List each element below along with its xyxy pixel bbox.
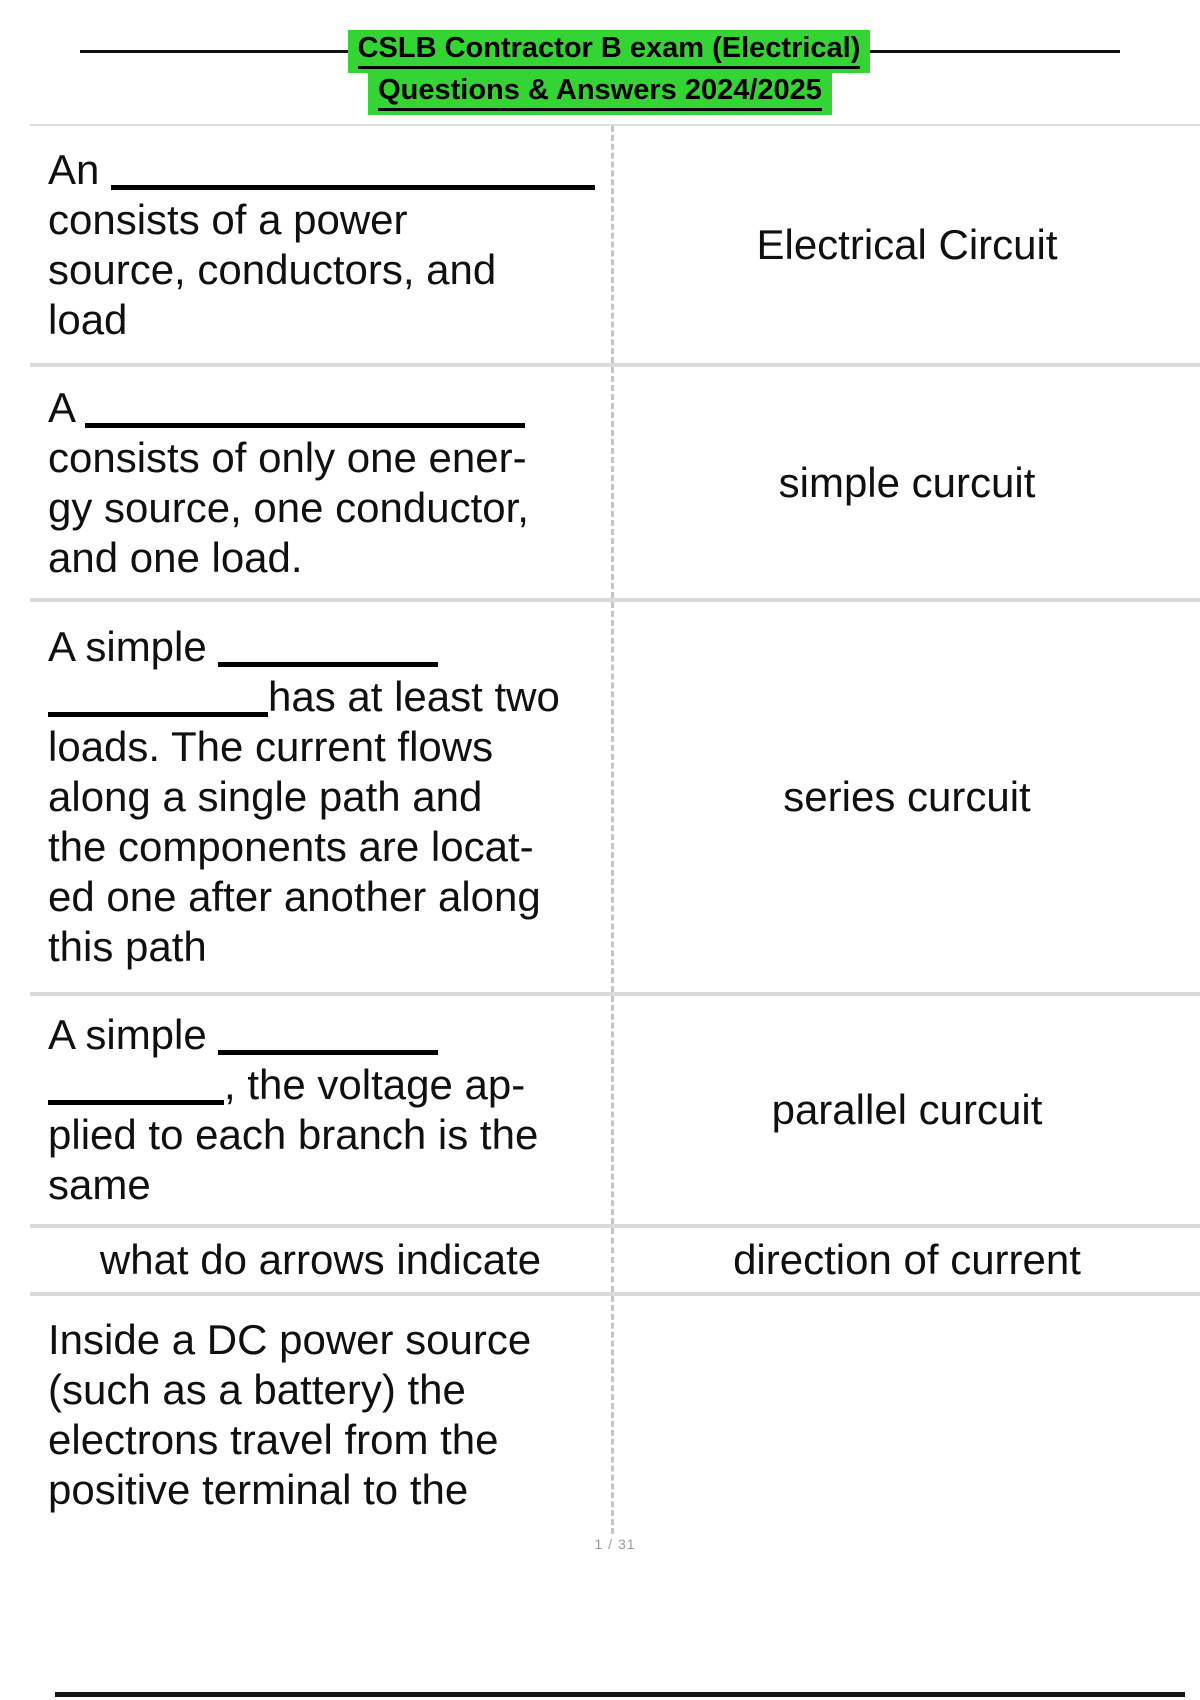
question-line: plied to each branch is the	[48, 1111, 539, 1158]
title-highlight-1: CSLB Contractor B exam (Electrical)	[347, 30, 871, 73]
question-cell: A simple , the voltage ap-plied to each …	[30, 996, 614, 1224]
title-row-2: Questions & Answers 2024/2025	[0, 72, 1200, 115]
title-row-1: CSLB Contractor B exam (Electrical)	[0, 30, 1200, 73]
question-line: consists of only one ener-	[48, 433, 527, 481]
question-line: the components are locat-	[48, 823, 534, 870]
question-line: consists of a power	[48, 195, 408, 243]
answer-cell: simple curcuit	[614, 367, 1200, 598]
question-cell: A consists of only one ener-gy source, o…	[30, 367, 614, 598]
title-highlight-2: Questions & Answers 2024/2025	[368, 72, 832, 115]
question-cell: what do arrows indicate	[30, 1228, 614, 1292]
answer-text: Electrical Circuit	[756, 220, 1058, 268]
document-header: CSLB Contractor B exam (Electrical) Ques…	[0, 0, 1200, 115]
flashcard-row: A simple , the voltage ap-plied to each …	[30, 996, 1200, 1228]
page-indicator: 1 / 31	[594, 1536, 636, 1552]
question-line: what do arrows indicate	[99, 1236, 542, 1283]
fill-in-blank	[111, 184, 596, 190]
question-line: positive terminal to the	[48, 1466, 469, 1513]
answer-cell: parallel curcuit	[614, 996, 1200, 1224]
question-line: ed one after another along	[48, 873, 541, 920]
answer-cell: direction of current	[614, 1228, 1200, 1292]
fill-in-blank	[218, 1050, 439, 1055]
answer-text: simple curcuit	[778, 458, 1036, 506]
question-line: A simple	[48, 622, 439, 672]
question-line: A	[48, 383, 526, 433]
document-title-line2: Questions & Answers 2024/2025	[378, 74, 822, 111]
answer-cell: Electrical Circuit	[614, 126, 1200, 363]
question-line: A simple	[48, 1010, 439, 1060]
header-rule-right	[870, 50, 1121, 53]
fill-in-blank	[218, 662, 439, 667]
question-line: same	[48, 1161, 151, 1208]
fill-in-blank	[48, 712, 268, 717]
question-line: this path	[48, 923, 207, 970]
flashcard-row: Inside a DC power source(such as a batte…	[30, 1296, 1200, 1534]
question-line: loads. The current flows	[48, 723, 494, 770]
question-line: along a single path and	[48, 773, 483, 820]
question-line: source, conductors, and	[48, 245, 497, 293]
fill-in-blank	[85, 422, 526, 428]
answer-cell: series curcuit	[614, 602, 1200, 992]
question-line: , the voltage ap-	[48, 1060, 525, 1110]
document-title-line1: CSLB Contractor B exam (Electrical)	[357, 32, 861, 69]
question-line: has at least two	[48, 672, 560, 722]
header-rule-left	[79, 50, 348, 53]
answer-text: parallel curcuit	[771, 1086, 1043, 1133]
answer-text: direction of current	[733, 1236, 1081, 1283]
question-line: Inside a DC power source	[48, 1316, 532, 1363]
fill-in-blank	[48, 1100, 224, 1105]
question-line: load	[48, 295, 128, 343]
answer-cell	[614, 1296, 1200, 1534]
question-cell: Inside a DC power source(such as a batte…	[30, 1296, 614, 1534]
flashcard-row: what do arrows indicate direction of cur…	[30, 1228, 1200, 1296]
flashcard-row: A consists of only one ener-gy source, o…	[30, 367, 1200, 602]
answer-text: series curcuit	[783, 773, 1031, 820]
question-line: and one load.	[48, 533, 303, 581]
footer-divider	[55, 1692, 1185, 1697]
question-line: electrons travel from the	[48, 1416, 499, 1463]
question-line: (such as a battery) the	[48, 1366, 466, 1413]
question-line: An	[48, 145, 596, 195]
question-line: gy source, one conductor,	[48, 483, 529, 531]
